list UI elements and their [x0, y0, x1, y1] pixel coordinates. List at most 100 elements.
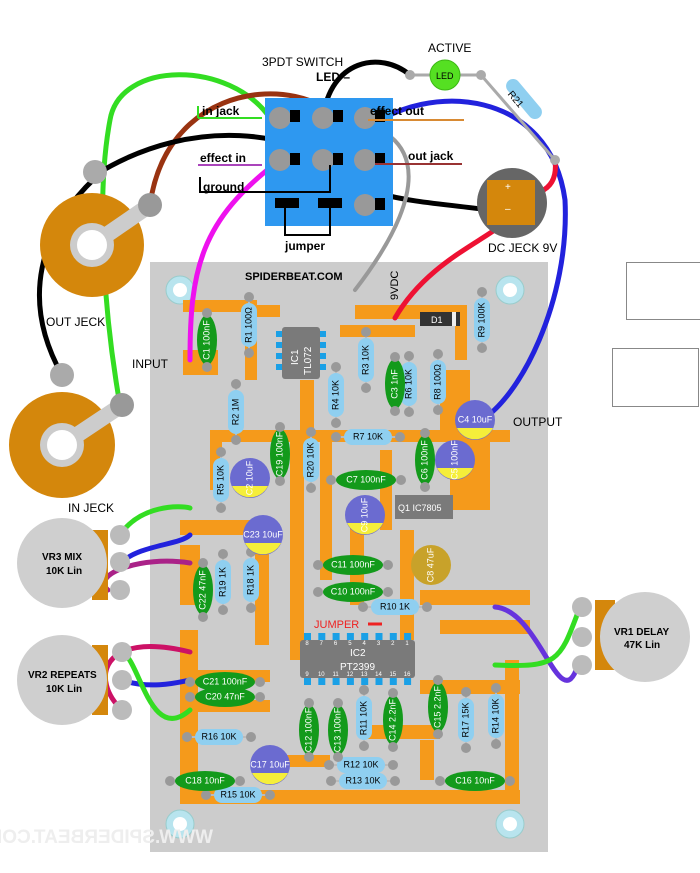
component-label: R15 10K: [220, 789, 255, 799]
ic2-pin: [361, 633, 369, 640]
c16-capacitor: [445, 771, 505, 791]
r19-resistor: [215, 554, 231, 610]
ground-label: ground: [203, 180, 244, 194]
component-label: C10 100nF: [331, 586, 376, 596]
blank-box-bottom: [612, 348, 699, 407]
component-label: C3 1nF: [389, 369, 399, 399]
c20-capacitor: [195, 687, 255, 707]
vr2-value: 10K Lin: [46, 684, 82, 695]
component-label: C22 47nF: [197, 570, 207, 610]
vr3-name: VR3 MIX: [42, 552, 82, 563]
vr1-pot: [572, 592, 690, 682]
component-label: R2 1M: [230, 399, 240, 426]
jumper-board-label: JUMPER: [314, 619, 359, 631]
ic2-pin-number: 12: [347, 672, 354, 678]
component-label: R8 100Ω: [432, 364, 442, 400]
component-label: R5 10K: [215, 465, 225, 495]
in-jack: [9, 363, 134, 498]
component-label: C9 10uF: [359, 497, 369, 532]
r1-resistor: [241, 297, 257, 353]
c9-capacitor: [345, 495, 385, 535]
component-label: R19 1K: [217, 567, 227, 597]
component-label: R14 10K: [490, 698, 500, 733]
d1-diode: [420, 312, 460, 326]
dc-minus: –: [505, 204, 511, 215]
wire-crimson-vr2: [103, 644, 193, 713]
c22-capacitor: [193, 565, 213, 615]
ic2-pin-number: 15: [389, 672, 396, 678]
ic2-ref: IC2: [350, 648, 366, 659]
c13-capacitor: [328, 705, 348, 755]
d1-label: D1: [431, 315, 443, 325]
component-label: R17 15K: [460, 702, 470, 737]
c7-capacitor: [336, 470, 396, 490]
component-label: C20 47nF: [205, 691, 245, 701]
ic2-pin: [346, 633, 354, 640]
ic2-pin-number: 14: [375, 672, 382, 678]
component-label: R10 1K: [380, 601, 410, 611]
ic2-pin: [318, 633, 326, 640]
r3-resistor: [358, 332, 374, 388]
ic2-pin: [332, 678, 340, 685]
ic2-pin: [361, 678, 369, 685]
r4-resistor: [328, 367, 344, 423]
wire-green-vr3: [117, 504, 193, 538]
component-label: C14 2.2nF: [387, 698, 397, 741]
ic2-pin-number: 6: [334, 641, 338, 647]
ic2-pin-number: 5: [348, 641, 352, 647]
r21-resistor: [506, 78, 542, 120]
c18-capacitor: [175, 771, 235, 791]
component-label: C13 100nF: [332, 707, 342, 752]
vr1-value: 47K Lin: [624, 640, 660, 651]
c10-capacitor: [323, 582, 383, 602]
r9-resistor: [474, 292, 490, 348]
ic2-pin: [346, 678, 354, 685]
component-label: C4 10uF: [458, 414, 493, 424]
ic2-pin: [389, 633, 397, 640]
r11-resistor: [356, 690, 372, 746]
vdc-label: 9VDC: [389, 271, 401, 300]
r8-resistor: [430, 354, 446, 410]
component-label: R11 10K: [358, 701, 368, 735]
component-label: C5 100nF: [449, 440, 459, 480]
wire-green-in-jack: [100, 72, 273, 408]
component-label: C19 100nF: [274, 431, 284, 476]
wire-blue-out: [362, 98, 568, 425]
vr2-pot: [17, 635, 132, 725]
ic2-pin-number: 2: [391, 641, 395, 647]
component-label: R9 100K: [476, 302, 486, 337]
ic2-pin: [404, 678, 412, 685]
ic1-tl072: [276, 327, 326, 379]
ic2-pin-number: 11: [332, 672, 339, 678]
ic2-pin-number: 9: [305, 672, 309, 678]
ic2-pin-number: 10: [318, 672, 325, 678]
vr2-name: VR2 REPEATS: [28, 670, 97, 681]
active-label: ACTIVE: [428, 41, 471, 55]
c4-capacitor: [455, 400, 495, 440]
component-label: R13 10K: [345, 775, 380, 785]
c11-capacitor: [323, 555, 383, 575]
c14-capacitor: [383, 695, 403, 745]
blank-box-top: [626, 262, 700, 320]
r18-resistor: [243, 552, 259, 608]
component-label: C1 100nF: [201, 320, 211, 360]
c17-capacitor: [250, 745, 290, 785]
in-jack-label: in jack: [202, 104, 240, 118]
component-label: C15 2.2nF: [432, 685, 442, 728]
out-jack: [40, 160, 162, 297]
out-jack-label: out jack: [408, 149, 454, 163]
ic2-pin: [375, 633, 383, 640]
component-label: R18 1K: [245, 565, 255, 595]
r7-resistor: [336, 429, 400, 445]
output-label: OUTPUT: [513, 415, 563, 429]
c1-capacitor: [197, 315, 217, 365]
component-label: R16 10K: [201, 731, 236, 741]
ic2-pt2399: [300, 640, 415, 678]
c19-capacitor: [270, 429, 290, 479]
ic2-pin-number: 7: [320, 641, 324, 647]
wire-magenta: [187, 157, 283, 363]
c5-capacitor: [435, 440, 475, 480]
ic2-pin-number: 1: [405, 641, 409, 647]
component-label: R12 10K: [343, 759, 378, 769]
component-label: R20 10K: [305, 442, 315, 477]
